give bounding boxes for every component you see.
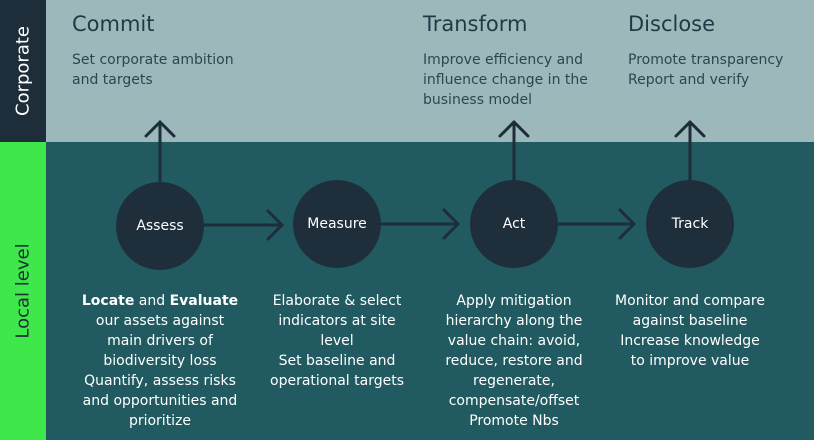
measure-node: Measure <box>293 180 381 268</box>
act-line: regenerate, <box>473 373 555 389</box>
track-line: against baseline <box>632 313 748 329</box>
transform-description: Improve efficiency and influence change … <box>423 52 588 108</box>
arrow-up-act-head <box>498 120 530 138</box>
measure-line: level <box>320 333 354 349</box>
assess-line: our assets against <box>95 313 225 329</box>
track-description: Monitor and compare against baseline Inc… <box>595 291 785 371</box>
measure-line: operational targets <box>270 373 404 389</box>
and-label: and <box>134 293 170 309</box>
measure-line: indicators at site <box>278 313 396 329</box>
assess-line: biodiversity loss <box>103 353 217 369</box>
act-line: compensate/offset <box>448 393 580 409</box>
assess-line: and opportunities and <box>82 393 238 409</box>
act-line: Apply mitigation <box>456 293 572 309</box>
act-line: reduce, restore and <box>445 353 583 369</box>
arrow-act-track-head <box>618 208 636 240</box>
assess-node: Assess <box>116 182 204 270</box>
assess-description: Locate and Evaluate our assets against m… <box>65 291 255 431</box>
act-description: Apply mitigation hierarchy along the val… <box>419 291 609 431</box>
locate-label: Locate <box>81 293 135 309</box>
measure-description: Elaborate & select indicators at site le… <box>242 291 432 391</box>
transform-title: Transform <box>423 12 528 36</box>
assess-line: main drivers of <box>107 333 213 349</box>
arrow-measure-act-head <box>442 208 460 240</box>
corporate-band <box>0 0 814 142</box>
measure-line: Set baseline and <box>278 353 396 369</box>
disclose-title: Disclose <box>628 12 716 36</box>
measure-line: Elaborate & select <box>272 293 402 309</box>
track-line: to improve value <box>630 353 750 369</box>
commit-title: Commit <box>72 12 155 36</box>
arrow-up-track-head <box>674 120 706 138</box>
corporate-side-bar <box>0 0 46 142</box>
evaluate-label: Evaluate <box>169 293 239 309</box>
assess-line: Quantify, assess risks <box>84 373 236 389</box>
commit-description: Set corporate ambition and targets <box>72 52 234 88</box>
arrow-assess-measure-head <box>266 209 284 241</box>
disclose-description: Promote transparency Report and verify <box>628 52 784 88</box>
assess-line: prioritize <box>128 413 192 429</box>
track-node: Track <box>646 180 734 268</box>
arrow-up-assess-head <box>144 120 176 138</box>
local-side-bar <box>0 142 46 440</box>
track-line: Monitor and compare <box>615 293 765 309</box>
act-node: Act <box>470 180 558 268</box>
act-line: hierarchy along the <box>445 313 583 329</box>
assess-description-heading: Locate and Evaluate <box>65 291 255 311</box>
act-line: Promote Nbs <box>469 413 559 429</box>
act-line: value chain: avoid, <box>447 333 581 349</box>
track-line: Increase knowledge <box>620 333 760 349</box>
